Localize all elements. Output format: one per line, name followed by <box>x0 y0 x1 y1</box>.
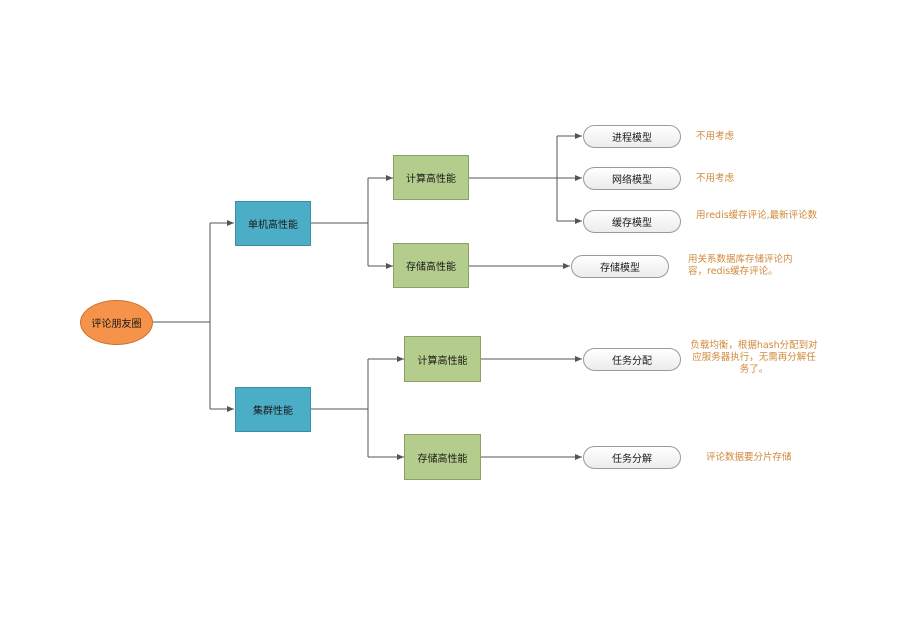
leaf-node-process-model[interactable]: 进程模型 <box>583 125 681 148</box>
note-process-model: 不用考虑 <box>696 131 735 142</box>
child-node-cluster-storage[interactable]: 存储高性能 <box>404 434 481 480</box>
leaf-node-network-model[interactable]: 网络模型 <box>583 167 681 190</box>
note-storage-model: 用关系数据库存储评论内容，redis缓存评论。 <box>688 254 793 277</box>
child-node-standalone-compute[interactable]: 计算高性能 <box>393 155 469 200</box>
leaf-node-storage-model[interactable]: 存储模型 <box>571 255 669 278</box>
note-task-assignment: 负载均衡，根据hash分配到对应服务器执行，无需再分解任务了。 <box>690 340 818 375</box>
branch-node-cluster[interactable]: 集群性能 <box>235 387 311 432</box>
branch-node-standalone[interactable]: 单机高性能 <box>235 201 311 246</box>
leaf-node-cache-model[interactable]: 缓存模型 <box>583 210 681 233</box>
child-node-standalone-storage[interactable]: 存储高性能 <box>393 243 469 288</box>
child-node-cluster-compute[interactable]: 计算高性能 <box>404 336 481 382</box>
leaf-node-task-decomposition[interactable]: 任务分解 <box>583 446 681 469</box>
leaf-node-task-assignment[interactable]: 任务分配 <box>583 348 681 371</box>
note-cache-model: 用redis缓存评论,最新评论数 <box>696 210 818 221</box>
root-node[interactable]: 评论朋友圈 <box>80 300 153 345</box>
note-task-decomposition: 评论数据要分片存储 <box>706 452 792 463</box>
note-network-model: 不用考虑 <box>696 173 735 184</box>
